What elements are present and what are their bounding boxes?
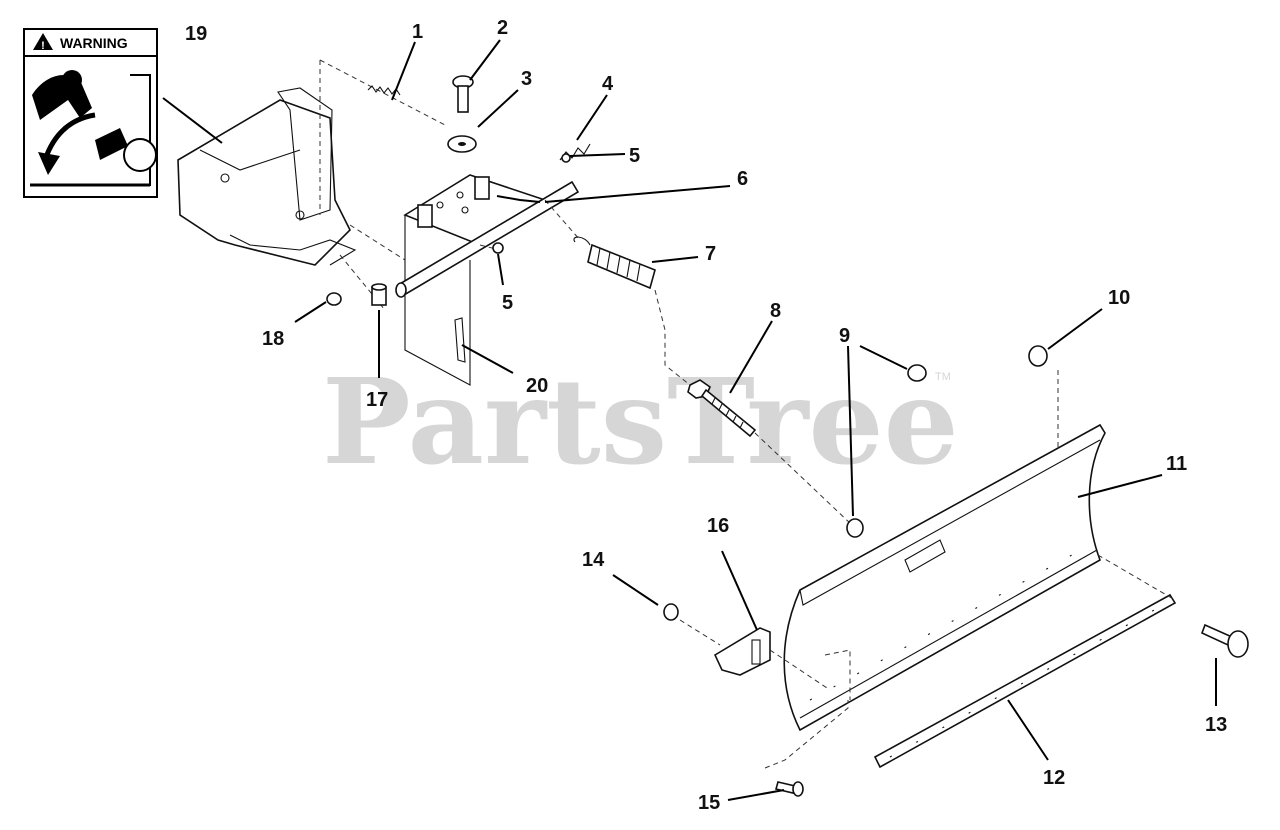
callout-16: 16 [707,515,729,537]
part-nut-14 [663,603,721,646]
callout-8: 8 [770,300,781,322]
pivot-bracket [395,174,581,386]
callout-14: 14 [582,549,605,571]
part-skid-shoe [713,627,831,691]
part-nut-18 [326,292,342,306]
callout-numbers: 1 2 3 4 5 5 6 7 8 9 10 11 12 13 14 15 16… [185,17,1227,814]
callout-13: 13 [1205,714,1227,736]
hand-hazard-icon [30,70,157,187]
part-cutting-edge [873,554,1177,769]
callout-6: 6 [737,168,748,190]
part-carriage-bolt [1200,623,1249,658]
callout-3: 3 [521,68,532,90]
callout-11: 11 [1166,453,1187,475]
callout-19: 19 [185,23,207,45]
callout-12: 12 [1043,767,1065,789]
part-lock-nut [846,364,927,538]
callout-5-upper: 5 [629,145,640,167]
part-moldboard [783,423,1106,732]
callout-4: 4 [602,73,614,95]
part-washer [447,135,477,153]
callout-20: 20 [526,375,548,397]
callout-18: 18 [262,328,284,350]
part-bolt-15 [764,700,849,797]
svg-text:!: ! [41,40,45,52]
part-clip-pin [454,317,466,363]
callout-2: 2 [497,17,508,39]
part-spacer [371,283,387,306]
warning-triangle-icon [33,33,53,50]
part-long-bolt [687,379,853,526]
callout-17: 17 [366,389,388,411]
callout-15: 15 [698,792,720,814]
part-bolt [452,75,474,113]
leader-lines [162,39,1217,801]
part-extension-spring [573,236,691,386]
callout-7: 7 [705,243,716,265]
part-small-nut [492,153,571,254]
callout-9: 9 [839,325,850,347]
watermark-trademark: TM [935,371,951,383]
callout-1: 1 [412,21,423,43]
callout-5-lower: 5 [502,292,513,314]
warning-label-text: WARNING [60,35,128,51]
watermark-text: PartsTree [322,352,959,491]
warning-decal: ! WARNING [23,28,158,198]
callout-10: 10 [1108,287,1130,309]
